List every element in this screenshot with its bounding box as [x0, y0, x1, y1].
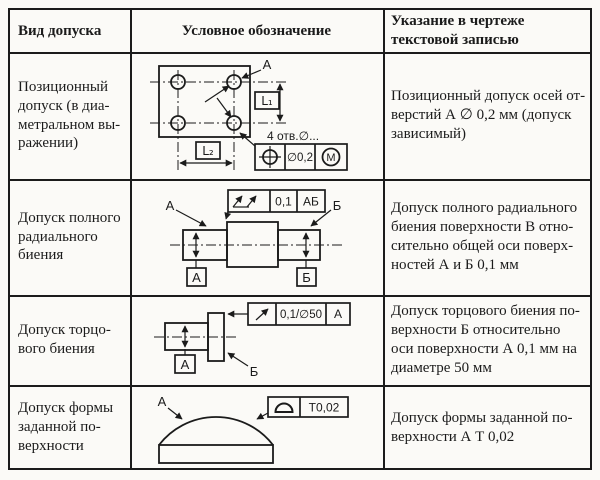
dome-surface [158, 416, 274, 446]
dim-box-L2 [195, 141, 221, 160]
datum-B-box [296, 267, 317, 287]
runout-icon [255, 308, 269, 321]
full-radial-runout-drawing: А Б А Б 0,1 АБ [166, 189, 342, 287]
surface-label-A: А [158, 394, 167, 409]
base-block [158, 444, 274, 464]
datum-A-letter: А [192, 270, 201, 285]
leader-label-B [227, 352, 249, 367]
deviation-arrow-upper [204, 85, 230, 103]
hole-top-left [170, 74, 186, 90]
dim-label-L1: L₁ [261, 94, 273, 108]
tolerance-value: 0,1 [275, 195, 292, 209]
row3-type-label: Допуск торцо- вого биения [18, 322, 111, 357]
tolerance-value: ∅0,2 [287, 152, 313, 164]
hole-top-right [226, 74, 242, 90]
leader-label-B [310, 209, 332, 227]
shaft-right-journal [277, 229, 321, 261]
face-runout-drawing: А 0,1/∅50 А Б [154, 302, 351, 379]
leader-to-frame [239, 132, 256, 147]
flange [207, 312, 225, 362]
tolerance-table: Вид допуска Условное обозначение Указани… [8, 8, 592, 470]
row4-text-note: Допуск формы заданной по- верхности А Т … [391, 409, 573, 445]
datum-references: АБ [303, 195, 319, 209]
datum-A-letter: А [181, 357, 190, 372]
row2-text-note: Допуск полного радиального биения поверх… [391, 200, 578, 273]
tolerance-value: Т0,02 [309, 401, 340, 415]
column-divider-1 [130, 10, 132, 468]
row3-text-note: Допуск торцового биения по- верхности Б … [391, 303, 580, 376]
row-divider-2 [10, 295, 590, 297]
leader-label-A [167, 407, 183, 420]
row1-type-label: Позиционный допуск (в диа- метральном вы… [18, 78, 121, 152]
deviation-arrow-lower [216, 97, 232, 118]
surface-label-A: А [166, 198, 175, 213]
row2-type-label: Допуск полного радиального биения [18, 209, 121, 264]
shaft-middle-section [226, 221, 279, 268]
leader-label-A [241, 69, 262, 79]
header-type-column: Вид допуска [18, 22, 102, 39]
surface-label-A: А [263, 57, 272, 72]
datum-B-letter: Б [302, 270, 311, 285]
surface-label-B: Б [250, 364, 259, 379]
feature-control-frame [227, 189, 326, 213]
material-condition-icon: М [321, 147, 341, 167]
runout-icon-arrow-2 [246, 195, 257, 208]
row-divider-3 [10, 385, 590, 387]
column-divider-2 [383, 10, 385, 468]
frame-leader [224, 211, 232, 220]
plate-outline [158, 65, 251, 138]
row-divider-1 [10, 179, 590, 181]
tolerance-value: 0,1/∅50 [280, 309, 322, 321]
hole-bottom-left [170, 115, 186, 131]
datum-A-box [186, 267, 207, 287]
surface-profile-drawing: А Т0,02 [158, 394, 349, 464]
leader-label-A [175, 209, 207, 227]
modifier-circle [321, 147, 341, 167]
header-symbol-column: Условное обозначение [181, 22, 332, 39]
dim-label-L2: L₂ [202, 144, 214, 158]
feature-control-frame [267, 396, 349, 418]
dim-box-L1 [254, 91, 280, 110]
holes-note: 4 отв.∅... [267, 129, 319, 143]
frame-leader [256, 412, 269, 420]
full-runout-icon [232, 195, 257, 208]
datum-reference: А [334, 307, 342, 321]
surface-profile-icon [274, 402, 294, 413]
runout-icon-arrow-1 [232, 195, 243, 208]
row4-type-label: Допуск формы заданной по- верхности [18, 400, 114, 454]
positional-tolerance-drawing: L₁ L₂ А 4 отв.∅... ∅0,2 М [150, 57, 348, 171]
hole-bottom-right [226, 115, 242, 131]
datum-A-box [174, 354, 196, 374]
feature-control-frame [254, 143, 348, 171]
modifier-letter: М [326, 152, 335, 164]
header-divider [10, 52, 590, 54]
surface-label-B: Б [333, 198, 342, 213]
header-text-column: Указание в чертеже текстовой записью [391, 13, 525, 48]
row1-text-note: Позиционный допуск осей от- верстий А ∅ … [391, 88, 586, 142]
position-tolerance-icon [259, 146, 281, 168]
